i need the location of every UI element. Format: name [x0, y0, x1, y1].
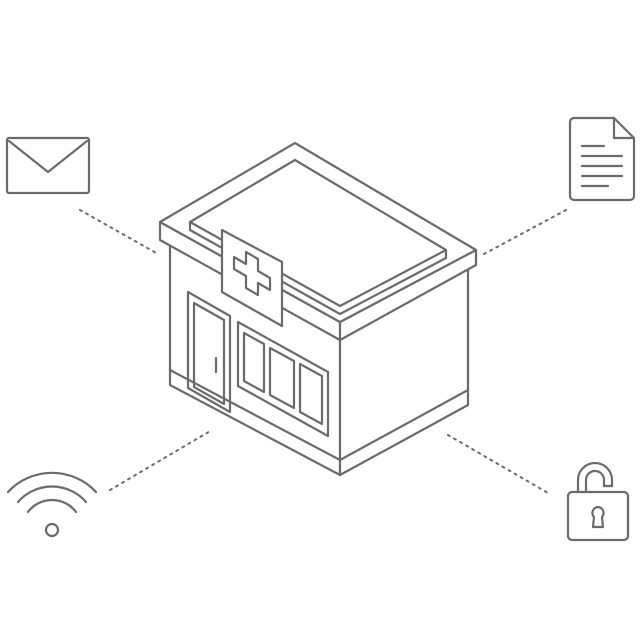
unlocked-padlock-icon: [566, 461, 630, 542]
roof-inner-rim: [188, 158, 448, 308]
base-strip: [168, 368, 470, 462]
document-icon: [568, 116, 636, 202]
connector-lock: [447, 434, 549, 494]
envelope-icon: [5, 136, 91, 195]
connector-document: [483, 209, 567, 255]
wifi-icon: [6, 471, 98, 538]
medical-cross-icon: [232, 250, 272, 297]
roof-rim-depth: [188, 220, 448, 316]
window-pane: [298, 362, 324, 426]
door: [192, 301, 226, 406]
pharmacy-building-icon: [158, 141, 478, 477]
connector-lines: [79, 209, 567, 494]
window-frame: [236, 320, 330, 438]
window-pane: [242, 331, 266, 394]
connector-wifi: [109, 429, 213, 491]
connector-envelope: [79, 209, 159, 255]
sign-panel: [220, 228, 284, 328]
door-frame: [186, 290, 232, 414]
window-pane: [268, 346, 296, 410]
roof-top: [158, 141, 478, 324]
